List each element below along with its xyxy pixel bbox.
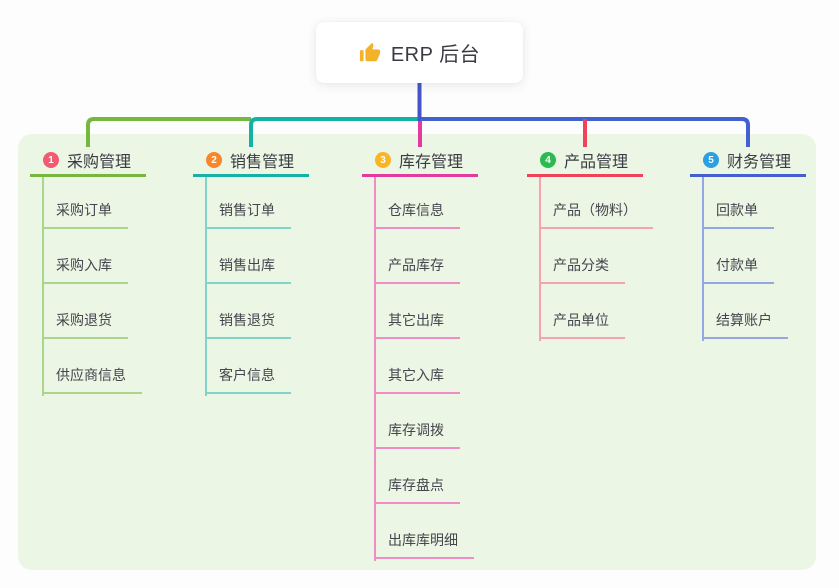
child-node-label: 客户信息 bbox=[205, 367, 291, 394]
branch-panel bbox=[18, 134, 816, 570]
child-node[interactable]: 供应商信息 bbox=[42, 367, 142, 394]
branch-number-badge: 1 bbox=[43, 152, 59, 168]
branch-spine-line bbox=[205, 177, 207, 396]
child-node[interactable]: 采购退货 bbox=[42, 312, 128, 339]
child-node-label: 其它入库 bbox=[374, 367, 460, 394]
branch-label: 产品管理 bbox=[564, 154, 629, 171]
child-node[interactable]: 出库库明细 bbox=[374, 532, 474, 559]
child-node-label: 付款单 bbox=[702, 257, 774, 284]
child-node[interactable]: 产品库存 bbox=[374, 257, 460, 284]
child-node[interactable]: 销售订单 bbox=[205, 202, 291, 229]
child-node-label: 销售退货 bbox=[205, 312, 291, 339]
child-node[interactable]: 付款单 bbox=[702, 257, 774, 284]
branch-number-badge: 2 bbox=[206, 152, 222, 168]
child-node-label: 产品分类 bbox=[539, 257, 625, 284]
child-node-label: 仓库信息 bbox=[374, 202, 460, 229]
child-node-label: 库存盘点 bbox=[374, 477, 460, 504]
branch-node-3[interactable]: 3 库存管理 bbox=[362, 146, 478, 177]
branch-label: 采购管理 bbox=[67, 154, 132, 171]
child-node[interactable]: 采购订单 bbox=[42, 202, 128, 229]
child-node[interactable]: 销售退货 bbox=[205, 312, 291, 339]
branch-spine-line bbox=[42, 177, 44, 396]
branch-number-badge: 3 bbox=[375, 152, 391, 168]
child-node-label: 采购入库 bbox=[42, 257, 128, 284]
child-node[interactable]: 回款单 bbox=[702, 202, 774, 229]
child-node-label: 出库库明细 bbox=[374, 532, 474, 559]
branch-spine-line bbox=[539, 177, 541, 341]
child-node-label: 采购退货 bbox=[42, 312, 128, 339]
branch-node-4[interactable]: 4 产品管理 bbox=[527, 146, 643, 177]
branch-node-1[interactable]: 1 采购管理 bbox=[30, 146, 146, 177]
branch-number-badge: 4 bbox=[540, 152, 556, 168]
branch-node-2[interactable]: 2 销售管理 bbox=[193, 146, 309, 177]
child-node[interactable]: 仓库信息 bbox=[374, 202, 460, 229]
root-node[interactable]: ERP 后台 bbox=[316, 22, 523, 83]
child-node-label: 其它出库 bbox=[374, 312, 460, 339]
child-node-label: 产品库存 bbox=[374, 257, 460, 284]
child-node[interactable]: 其它出库 bbox=[374, 312, 460, 339]
branch-spine-line bbox=[702, 177, 704, 341]
child-node[interactable]: 产品分类 bbox=[539, 257, 625, 284]
child-node-label: 销售出库 bbox=[205, 257, 291, 284]
child-node-label: 产品单位 bbox=[539, 312, 625, 339]
child-node-label: 回款单 bbox=[702, 202, 774, 229]
child-node[interactable]: 其它入库 bbox=[374, 367, 460, 394]
child-node[interactable]: 结算账户 bbox=[702, 312, 788, 339]
root-node-title: ERP 后台 bbox=[390, 44, 481, 66]
branch-label: 销售管理 bbox=[230, 154, 295, 171]
child-node-label: 销售订单 bbox=[205, 202, 291, 229]
child-node-label: 采购订单 bbox=[42, 202, 128, 229]
child-node[interactable]: 客户信息 bbox=[205, 367, 291, 394]
thumbs-up-icon bbox=[359, 42, 380, 61]
child-node-label: 结算账户 bbox=[702, 312, 788, 339]
child-node-label: 供应商信息 bbox=[42, 367, 142, 394]
child-node[interactable]: 产品（物料） bbox=[539, 202, 653, 229]
child-node-label: 产品（物料） bbox=[539, 202, 653, 229]
child-node[interactable]: 库存盘点 bbox=[374, 477, 460, 504]
branch-number-badge: 5 bbox=[703, 152, 719, 168]
child-node[interactable]: 库存调拨 bbox=[374, 422, 460, 449]
child-node[interactable]: 采购入库 bbox=[42, 257, 128, 284]
branch-spine-line bbox=[374, 177, 376, 561]
branch-label: 财务管理 bbox=[727, 154, 792, 171]
child-node[interactable]: 销售出库 bbox=[205, 257, 291, 284]
child-node[interactable]: 产品单位 bbox=[539, 312, 625, 339]
branch-label: 库存管理 bbox=[399, 154, 464, 171]
child-node-label: 库存调拨 bbox=[374, 422, 460, 449]
thumbs-up-icon-path bbox=[359, 42, 380, 61]
branch-node-5[interactable]: 5 财务管理 bbox=[690, 146, 806, 177]
